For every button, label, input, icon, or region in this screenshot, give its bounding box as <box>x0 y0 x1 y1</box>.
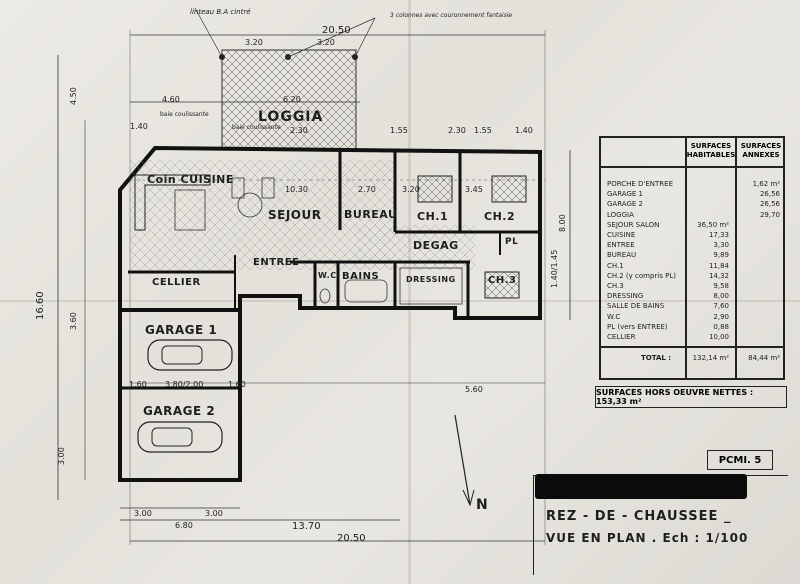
dim-left-loggia: 4.60 <box>162 95 180 104</box>
table-row-habitable: 14,32 <box>708 271 729 280</box>
dim-top-seg-d: 2.30 <box>290 126 308 135</box>
table-row-annexe: 26,56 <box>759 200 780 209</box>
table-row-label: GARAGE 1 <box>607 190 643 199</box>
table-row-label: CH.2 (y compris PL) <box>607 271 676 280</box>
redacted-name <box>535 474 747 499</box>
dim-left-seg-1: 4.50 <box>69 87 78 105</box>
dim-bureau: 2.70 <box>358 185 376 194</box>
room-pl: PL <box>505 237 519 247</box>
table-row-habitable: 9,58 <box>713 282 729 290</box>
dim-height-house: 8.00 <box>558 214 567 232</box>
table-row-habitable: 9,89 <box>713 251 729 260</box>
table-row-label: PORCHE D'ENTREE <box>607 180 674 188</box>
dim-ch2: 3.45 <box>465 185 483 194</box>
table-row-label: DRESSING <box>607 292 644 301</box>
dim-top-seg-b: 2.30 <box>448 126 466 135</box>
room-dressing: DRESSING <box>406 275 456 284</box>
dim-mid-1: 3.80/2.00 <box>165 380 204 389</box>
room-garage-2: GARAGE 2 <box>143 404 216 418</box>
dim-garage-right: 3.00 <box>205 509 223 518</box>
dim-top-seg-c: 1.55 <box>390 126 408 135</box>
dim-top-total: 20.50 <box>322 25 351 36</box>
table-row-habitable: 36,50 m² <box>697 220 729 229</box>
table-total-label: TOTAL : <box>641 354 672 362</box>
dim-left-seg-2: 3.60 <box>69 312 78 330</box>
table-row-annexe: 29,70 <box>759 210 780 219</box>
table-total-annexes: 84,44 m² <box>748 354 780 362</box>
table-row-label: CH.1 <box>607 261 624 270</box>
table-row-label: CUISINE <box>607 231 636 239</box>
dim-bottom-total: 20.50 <box>337 533 366 544</box>
table-row-habitable: 11,84 <box>708 261 729 270</box>
dim-ch1: 3.20 <box>402 185 420 194</box>
room-ch3: CH.3 <box>488 275 517 286</box>
room-wc: W.C <box>318 271 337 280</box>
room-loggia: LOGGIA <box>258 109 324 125</box>
room-bureau: BUREAU <box>344 208 398 221</box>
table-row-label: SEJOUR SALON <box>607 220 660 229</box>
dim-garage-width: 6.80 <box>175 521 193 530</box>
room-ch2: CH.2 <box>484 210 516 223</box>
dim-loggia-right: 3.20 <box>317 38 335 47</box>
dim-loggia-left: 3.20 <box>245 38 263 47</box>
room-sejour: SEJOUR <box>268 208 322 222</box>
table-row-habitable: 7,60 <box>713 302 729 311</box>
table-row-habitable: 2,90 <box>713 312 729 321</box>
room-degag: DEGAG <box>413 239 459 252</box>
room-entree: ENTREE <box>253 257 300 268</box>
room-bains: BAINS <box>342 271 380 282</box>
table-row-label: BUREAU <box>607 251 637 260</box>
title-line-2: VUE EN PLAN . Ech : 1/100 <box>546 531 749 545</box>
table-total-habitables: 132,14 m² <box>692 354 729 362</box>
table-header-habitables: SURFACES HABITABLES <box>686 142 736 159</box>
room-coin-cuisine: Coin CUISINE <box>147 173 234 186</box>
annotation-colonnes: 3 colonnes avec couronnement fantaisie <box>390 12 513 19</box>
paper-fold <box>408 0 411 584</box>
table-row-habitable: 3,30 <box>713 241 729 250</box>
dim-sejour: 10.30 <box>285 185 308 194</box>
annotation-baie: baie coulissante <box>160 111 209 118</box>
table-row-label: CH.3 <box>607 282 624 290</box>
room-ch1: CH.1 <box>417 210 449 223</box>
dim-top-seg-a: 1.40 <box>130 122 148 131</box>
surfaces-hors-oeuvre: SURFACES HORS OEUVRE NETTES : 153,33 m² <box>595 386 787 408</box>
table-row-habitable: 17,33 <box>708 231 729 239</box>
room-garage-1: GARAGE 1 <box>145 323 218 337</box>
dim-mid-right: 5.60 <box>465 385 483 394</box>
table-row-habitable: 8,00 <box>713 292 729 301</box>
table-row-label: W.C <box>607 312 621 321</box>
dim-bottom-mid: 13.70 <box>292 521 321 532</box>
dim-loggia-width: 6.20 <box>283 95 301 104</box>
surfaces-table: SURFACES HABITABLES SURFACES ANNEXES POR… <box>599 136 785 380</box>
dim-right-seg: 1.40/1.45 <box>550 249 559 288</box>
dim-mid-left: 1.60 <box>129 380 147 389</box>
table-row-annexe: 1,62 m² <box>752 180 780 188</box>
table-row-habitable: 0,88 <box>713 322 729 331</box>
table-row-habitable: 10,00 <box>708 333 729 341</box>
dim-top-seg-e: 1.55 <box>474 126 492 135</box>
dim-left-seg-3: 3.00 <box>57 447 66 465</box>
table-row-label: PL (vers ENTREE) <box>607 322 668 331</box>
annotation-baie: baie coulissante <box>232 124 281 131</box>
dim-height-total: 16.60 <box>35 291 46 320</box>
room-cellier: CELLIER <box>152 277 201 288</box>
table-row-label: LOGGIA <box>607 210 634 219</box>
table-row-annexe: 26,56 <box>759 190 780 199</box>
table-header-annexes: SURFACES ANNEXES <box>740 142 782 159</box>
title-line-1: REZ - DE - CHAUSSEE _ <box>546 509 732 524</box>
annotation-linteau: linteau B.A cintré <box>190 8 251 16</box>
dim-garage-left: 3.00 <box>134 509 152 518</box>
table-row-label: GARAGE 2 <box>607 200 643 209</box>
table-row-label: CELLIER <box>607 333 636 341</box>
pcmi-reference: PCMI. 5 <box>707 450 773 470</box>
dim-top-seg-f: 1.40 <box>515 126 533 135</box>
table-row-label: SALLE DE BAINS <box>607 302 665 311</box>
dim-mid-2: 1.60 <box>228 380 246 389</box>
table-row-label: ENTREE <box>607 241 635 250</box>
north-label: N <box>476 497 489 513</box>
